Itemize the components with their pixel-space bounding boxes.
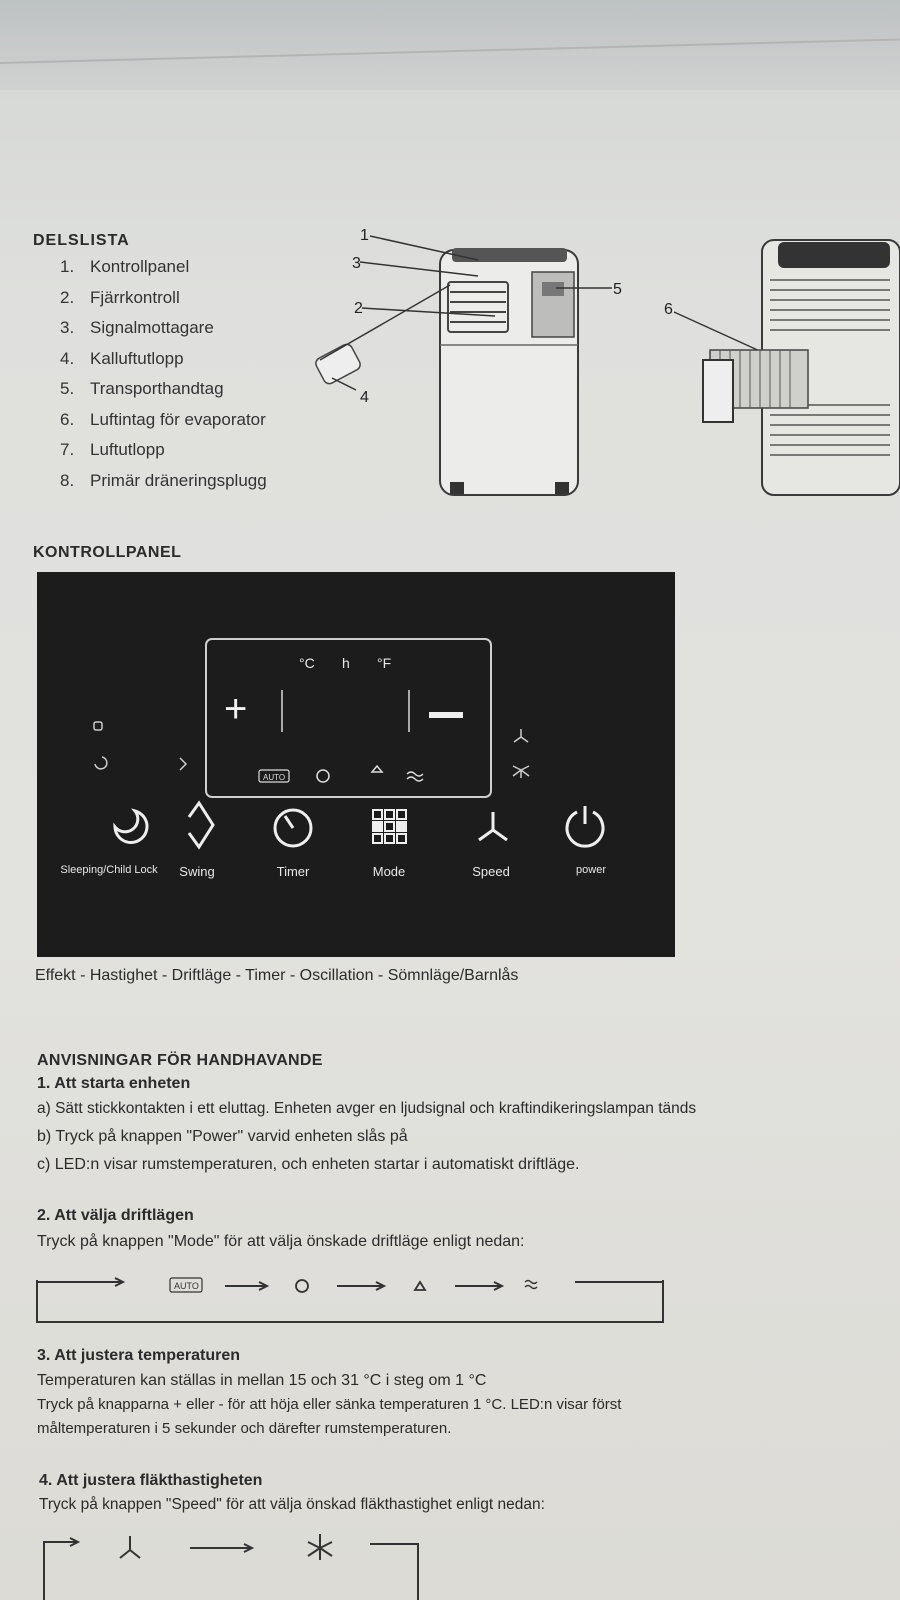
unit-hours: h: [342, 655, 350, 671]
list-item: 4.Kalluftutlopp: [60, 348, 184, 368]
list-item: 7.Luftutlopp: [60, 440, 165, 459]
flow-auto: AUTO: [174, 1281, 199, 1291]
sleep-childlock-label: Sleeping/Child Lock: [60, 864, 158, 876]
list-item: 6.Luftintag för evaporator: [60, 409, 266, 429]
control-panel-graphics: °C h °F + AUTO: [93, 655, 605, 850]
callout-3: 3: [352, 255, 361, 272]
section-3-line-1: Temperaturen kan ställas in mellan 15 oc…: [37, 1372, 487, 1389]
flow-drops-icon: [413, 1280, 427, 1291]
flow-fan-low-icon: [119, 1536, 141, 1559]
list-item: 1.Kontrollpanel: [60, 257, 190, 276]
flow-fan-high-icon: [307, 1534, 333, 1560]
section-3-line-2: Tryck på knapparna + eller - för att höj…: [37, 1396, 622, 1413]
speed-label: Speed: [472, 864, 510, 879]
mode-cycle-diagram: AUTO: [36, 1277, 664, 1323]
section-2-title: 2. Att välja driftlägen: [37, 1207, 194, 1224]
flow-snowflake-icon: [295, 1279, 309, 1293]
section-4-text: Tryck på knappen "Speed" för att välja ö…: [39, 1496, 545, 1513]
power-icon: [565, 806, 605, 848]
timer-label: Timer: [276, 864, 310, 879]
wind-icon: [406, 771, 424, 782]
sleep-indicator-icon: [94, 756, 108, 770]
timer-icon: [273, 808, 313, 848]
mode-grid-icon: [372, 809, 407, 844]
lock-indicator-icon: [93, 721, 103, 731]
parts-list: 1.Kontrollpanel 2.Fjärrkontroll 3.Signal…: [60, 252, 267, 496]
mode-label: Mode: [372, 864, 406, 879]
section-4-title: 4. Att justera fläkthastigheten: [39, 1472, 263, 1489]
swing-icon: [187, 800, 215, 850]
flow-wind-icon: [524, 1279, 538, 1290]
unit-celsius: °C: [299, 655, 315, 671]
callout-5: 5: [613, 281, 622, 298]
speed-cycle-diagram: [43, 1534, 419, 1600]
swing-indicator-icon: [179, 757, 188, 771]
section-1-title: 1. Att starta enheten: [37, 1075, 191, 1092]
section-1-a: a) Sätt stickkontakten i ett eluttag. En…: [37, 1100, 697, 1117]
page-top-shadow: [0, 0, 900, 90]
section-3-title: 3. Att justera temperaturen: [37, 1347, 241, 1364]
power-label: power: [576, 864, 606, 876]
control-panel-heading: KONTROLLPANEL: [33, 544, 182, 561]
control-panel: °C h °F + AUTO Sleeping/Child Lock Swing…: [37, 572, 675, 957]
unit-fahrenheit: °F: [377, 655, 391, 671]
fan-high-indicator-icon: [512, 765, 530, 778]
section-1-b: b) Tryck på knappen "Power" varvid enhet…: [37, 1128, 408, 1145]
fan-low-indicator-icon: [513, 729, 529, 743]
drops-icon: [370, 764, 384, 773]
parts-heading: DELSLISTA: [33, 232, 130, 249]
list-item: 8.Primär dräneringsplugg: [60, 470, 267, 490]
section-3-line-3: måltemperaturen i 5 sekunder och därefte…: [37, 1420, 452, 1437]
minus-button-glyph: [429, 712, 463, 718]
callout-2: 2: [354, 300, 363, 317]
callout-6: 6: [664, 301, 673, 318]
callout-1: 1: [360, 227, 369, 244]
instructions-heading: ANVISNINGAR FÖR HANDHAVANDE: [37, 1052, 323, 1069]
list-item: 5.Transporthandtag: [60, 379, 224, 398]
section-2-text: Tryck på knappen "Mode" för att välja ön…: [37, 1233, 525, 1250]
section-1-c: c) LED:n visar rumstemperaturen, och enh…: [37, 1156, 580, 1173]
moon-icon: [113, 808, 149, 844]
list-item: 3.Signalmottagare: [60, 318, 214, 337]
swing-label: Swing: [179, 864, 215, 879]
list-item: 2.Fjärrkontroll: [60, 287, 180, 307]
air-conditioner-illustration: 1 3 2 5 4 6: [315, 227, 900, 496]
plus-button-glyph: +: [224, 687, 247, 731]
fan-icon: [478, 812, 508, 842]
snowflake-icon: [316, 769, 330, 783]
control-panel-caption: Effekt - Hastighet - Driftläge - Timer -…: [35, 967, 519, 984]
display-window: [205, 638, 492, 798]
auto-badge: AUTO: [263, 773, 285, 782]
callout-4: 4: [360, 389, 369, 406]
